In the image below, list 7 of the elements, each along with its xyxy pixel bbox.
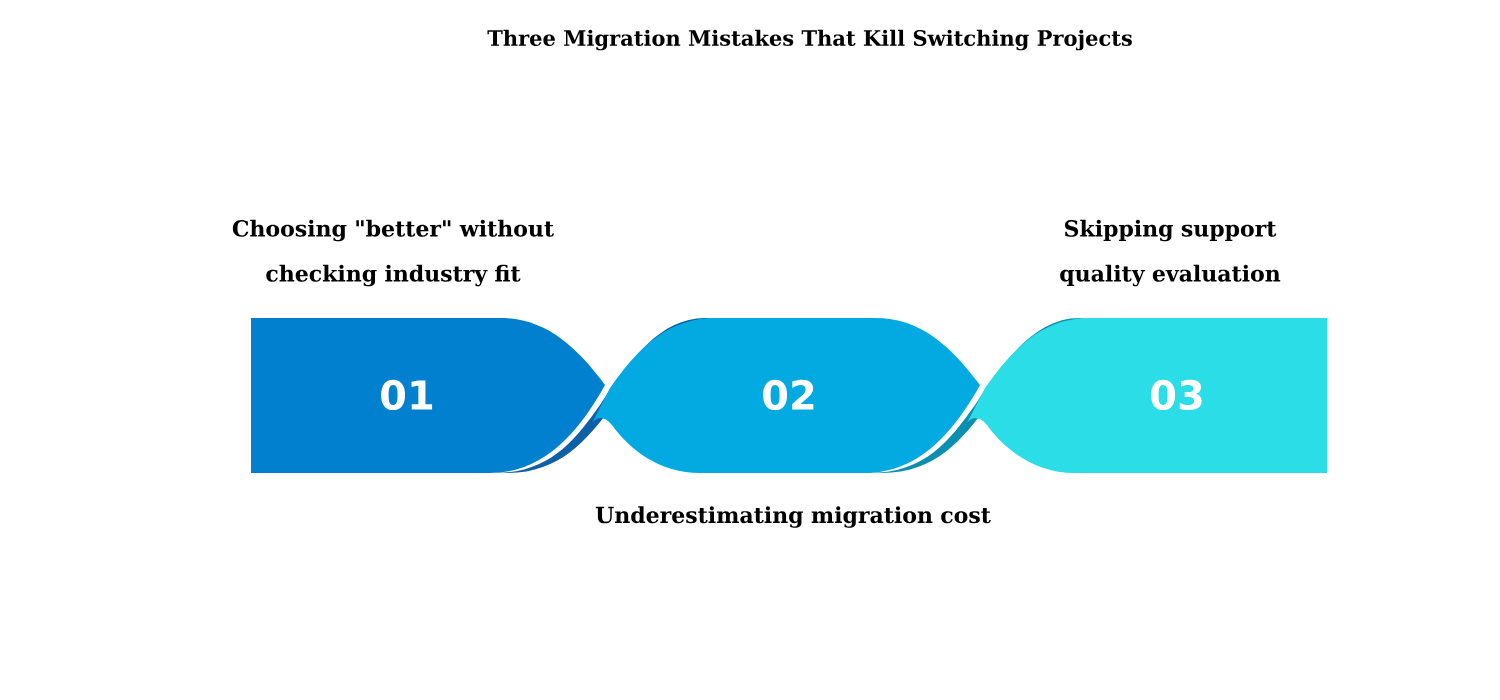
ribbon-segment: 02 bbox=[495, 318, 980, 473]
step-caption: Skipping support quality evaluation bbox=[1060, 219, 1281, 287]
ribbon-segment: 03 bbox=[870, 318, 1327, 473]
step-caption: Underestimating migration cost bbox=[595, 506, 991, 528]
ribbon-segment: 01 bbox=[251, 318, 605, 473]
step-caption: Choosing "better" without checking industry fit bbox=[232, 219, 554, 287]
title: Three Migration Mistakes That Kill Switching Projects bbox=[487, 29, 1132, 51]
